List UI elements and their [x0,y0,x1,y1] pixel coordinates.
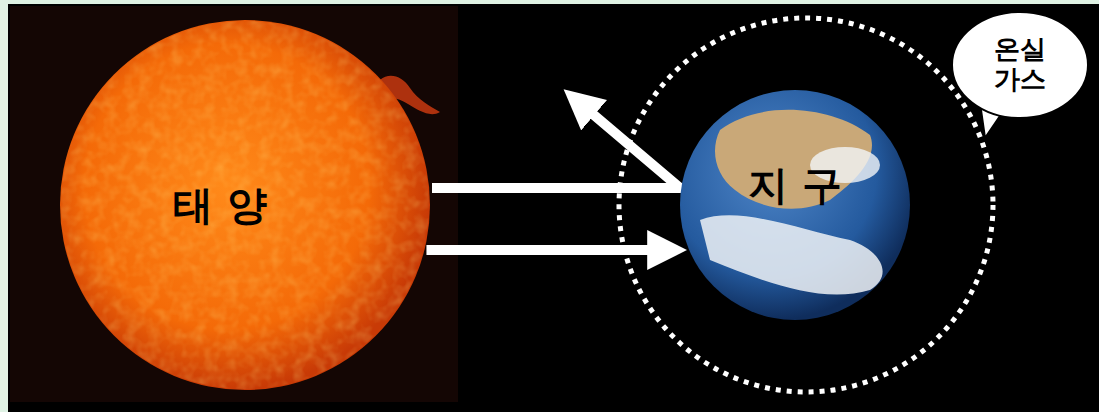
sunlight-arrow [426,245,655,255]
sun-photo-frame [10,6,458,402]
bubble-seam [981,101,1001,111]
solar-prominence [372,76,440,114]
sun-granules [61,21,429,389]
earth-circle-outline [680,90,910,320]
sun-disc [60,20,430,390]
cloud-band [700,215,883,294]
node-label: 태 양 [173,182,267,228]
sun-circle-outline [60,20,430,390]
page-edge [0,0,8,412]
atmosphere-outline [619,18,993,392]
page-edge [0,0,1099,4]
cloud-band [810,147,880,183]
earth-disc [680,90,910,320]
node-label: 온실 가스 [986,35,1054,95]
earth-circle: 지 구 [680,90,910,320]
speech-bubble: 온실 가스 [950,10,1090,120]
land-mass [715,110,872,209]
bubble-tail [980,103,1002,138]
bubble-body [952,12,1088,118]
reflected-ray-arrow [432,110,680,188]
speech-bubble-outline [950,10,1090,120]
sun-circle: 태 양 [60,20,430,390]
node-label: 지 구 [748,162,842,208]
